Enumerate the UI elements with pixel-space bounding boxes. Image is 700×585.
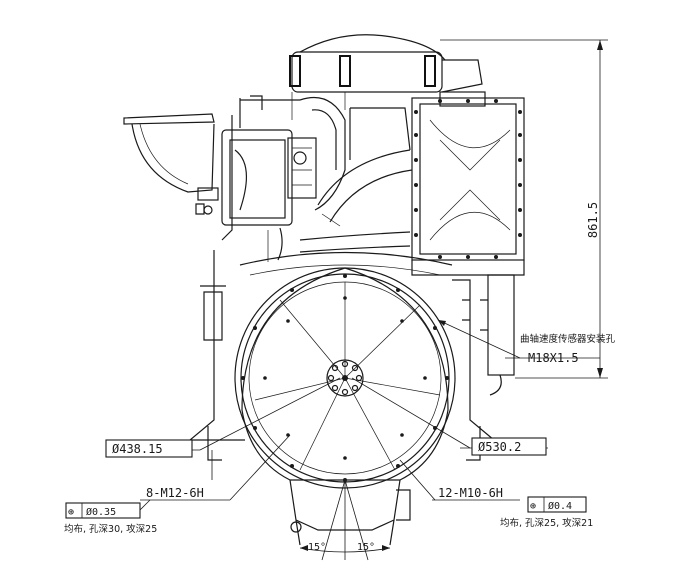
bolt-circle-right-box [471, 437, 547, 456]
height-label: 861.5 [586, 202, 600, 238]
angle-right-label: 15° [357, 542, 375, 553]
bolt-circle-left-leader [106, 377, 341, 480]
bolt-circle-left-label: Ø438.15 [112, 442, 163, 456]
tol-right-note: 均布, 孔深25, 攻深21 [500, 517, 593, 529]
spokes [254, 282, 441, 471]
tol-left-note: 均布, 孔深30, 攻深25 [64, 523, 157, 535]
tolerance-frame-left [65, 499, 151, 519]
tol-left-symbol: ⊕ [68, 507, 74, 518]
oil-filler-bowl [123, 113, 219, 215]
holes-left-leader [140, 434, 291, 501]
bolt-circle-left-box [105, 439, 193, 458]
sensor-leader [437, 319, 600, 359]
holes-right-label: 12-M10-6H [438, 486, 503, 500]
engine-block [188, 250, 495, 441]
tolerance-frame-right [527, 496, 587, 513]
flywheel-housing [207, 267, 481, 546]
sensor-hole-note: 曲轴速度传感器安装孔 [520, 333, 616, 345]
intercooler [411, 97, 525, 396]
air-filter-housing [289, 34, 486, 120]
turbocharger [221, 95, 346, 262]
tol-right-symbol: ⊕ [530, 501, 536, 512]
holes-left-label: 8-M12-6H [146, 486, 204, 500]
intercooler-bolts [414, 99, 522, 259]
outer-bolt-holes [241, 274, 449, 482]
inner-bolt-holes [263, 296, 427, 460]
bolt-circle-right-label: Ø530.2 [478, 440, 521, 454]
tol-left-value: Ø0.35 [86, 506, 116, 518]
tol-right-value: Ø0.4 [548, 500, 572, 512]
angle-dimensions [299, 479, 391, 561]
height-dimension [440, 39, 608, 379]
holes-right-leader [399, 459, 520, 501]
sensor-thread-label: M18X1.5 [528, 351, 579, 365]
exhaust-pipe [299, 107, 413, 253]
angle-left-label: 15° [308, 542, 326, 553]
